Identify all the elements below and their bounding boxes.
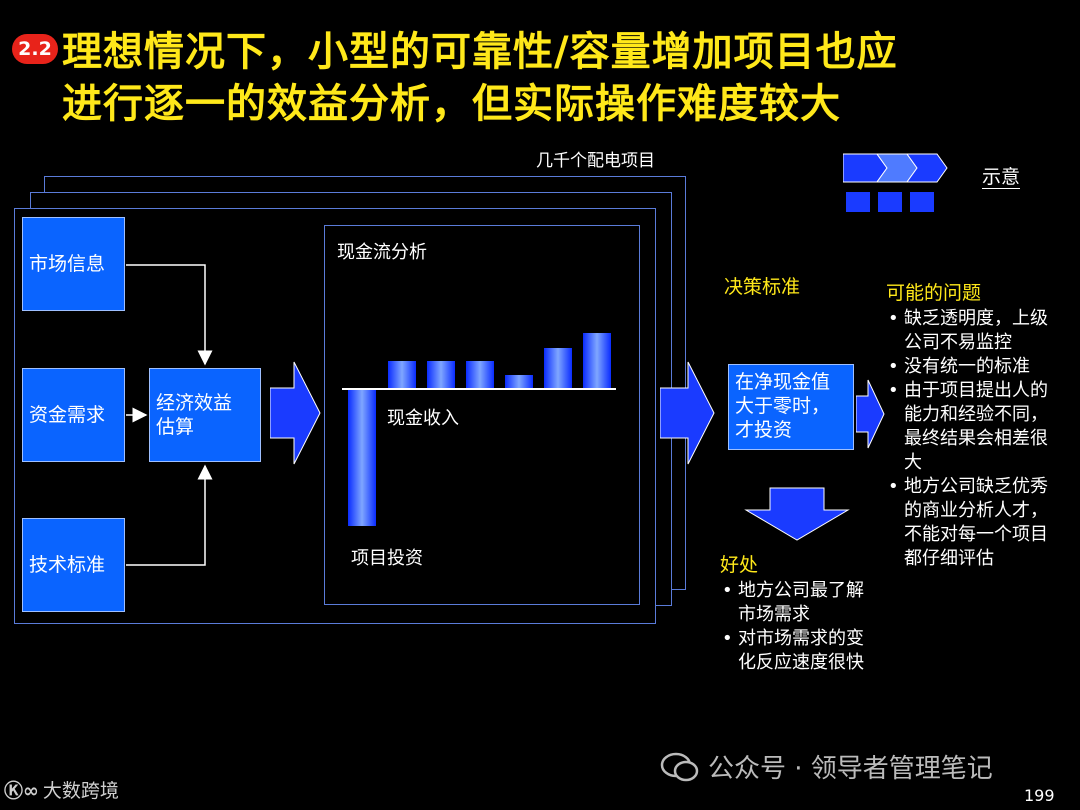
problems-section: 可能的问题 缺乏透明度，上级公司不易监控 没有统一的标准 由于项目提出人的能力和…	[886, 278, 1062, 571]
cashflow-bar-income-4	[505, 375, 533, 389]
title-line-2: 进行逐一的效益分析，但实际操作难度较大	[62, 81, 841, 127]
problem-item: 由于项目提出人的能力和经验不同，最终结果会相差很大	[886, 379, 1062, 475]
footer-wechat: 公众号 · 领导者管理笔记	[660, 748, 993, 785]
arrow-down-icon	[744, 487, 850, 541]
legend-process-icon	[843, 153, 948, 212]
cashflow-bar-income-1	[388, 361, 416, 389]
cashflow-bar-investment	[348, 389, 376, 526]
cashflow-chart	[342, 333, 616, 526]
section-badge: 2.2	[12, 34, 58, 64]
problem-item: 地方公司缺乏优秀的商业分析人才，不能对每一个项目都仔细评估	[886, 475, 1062, 571]
project-investment-label: 项目投资	[351, 548, 423, 569]
cashflow-bar-income-2	[427, 361, 455, 389]
benefit-item: 对市场需求的变化反应速度很快	[720, 627, 880, 675]
economic-estimate-box: 经济效益 估算	[149, 368, 261, 462]
stack-caption: 几千个配电项目	[536, 151, 655, 171]
cashflow-bar-income-6	[583, 333, 611, 389]
wechat-account-text: 公众号 · 领导者管理笔记	[708, 754, 993, 784]
brand-name: 大数跨境	[42, 780, 119, 802]
decision-criterion-box: 在净现金值 大于零时， 才投资	[728, 364, 854, 450]
footer-brand: Ⓚ∞ 大数跨境	[4, 776, 119, 803]
legend-label: 示意	[982, 166, 1021, 189]
page-number: 199	[1024, 786, 1055, 805]
title-line-1: 理想情况下，小型的可靠性/容量增加项目也应	[62, 29, 898, 75]
input-capital-demand: 资金需求	[22, 368, 125, 462]
cashflow-bar-income-3	[466, 361, 494, 389]
input-tech-standard: 技术标准	[22, 518, 125, 612]
wechat-icon	[660, 752, 699, 781]
benefits-heading: 好处	[720, 554, 759, 576]
benefit-item: 地方公司最了解市场需求	[720, 579, 880, 627]
arrow-to-decision-icon	[660, 361, 715, 465]
cashflow-panel: 现金流分析 现金收入 项目投资	[324, 225, 640, 605]
cashflow-title: 现金流分析	[337, 242, 427, 263]
benefits-section: 好处 地方公司最了解市场需求 对市场需求的变化反应速度很快	[720, 550, 880, 675]
arrow-to-problems-icon	[856, 379, 885, 449]
decision-label: 决策标准	[724, 276, 801, 298]
cash-income-label: 现金收入	[387, 408, 459, 429]
benefits-list: 地方公司最了解市场需求 对市场需求的变化反应速度很快	[720, 579, 880, 675]
problems-heading: 可能的问题	[886, 282, 982, 304]
problems-list: 缺乏透明度，上级公司不易监控 没有统一的标准 由于项目提出人的能力和经验不同，最…	[886, 307, 1062, 571]
cashflow-bar-income-5	[544, 348, 572, 389]
problem-item: 没有统一的标准	[886, 355, 1062, 379]
problem-item: 缺乏透明度，上级公司不易监控	[886, 307, 1062, 355]
arrow-to-cashflow-icon	[270, 361, 321, 465]
slide-title: 理想情况下，小型的可靠性/容量增加项目也应 进行逐一的效益分析，但实际操作难度较…	[62, 26, 1072, 130]
brand-logo-icon: Ⓚ∞	[4, 780, 39, 802]
input-connectors	[126, 264, 213, 566]
input-market-info: 市场信息	[22, 217, 125, 311]
